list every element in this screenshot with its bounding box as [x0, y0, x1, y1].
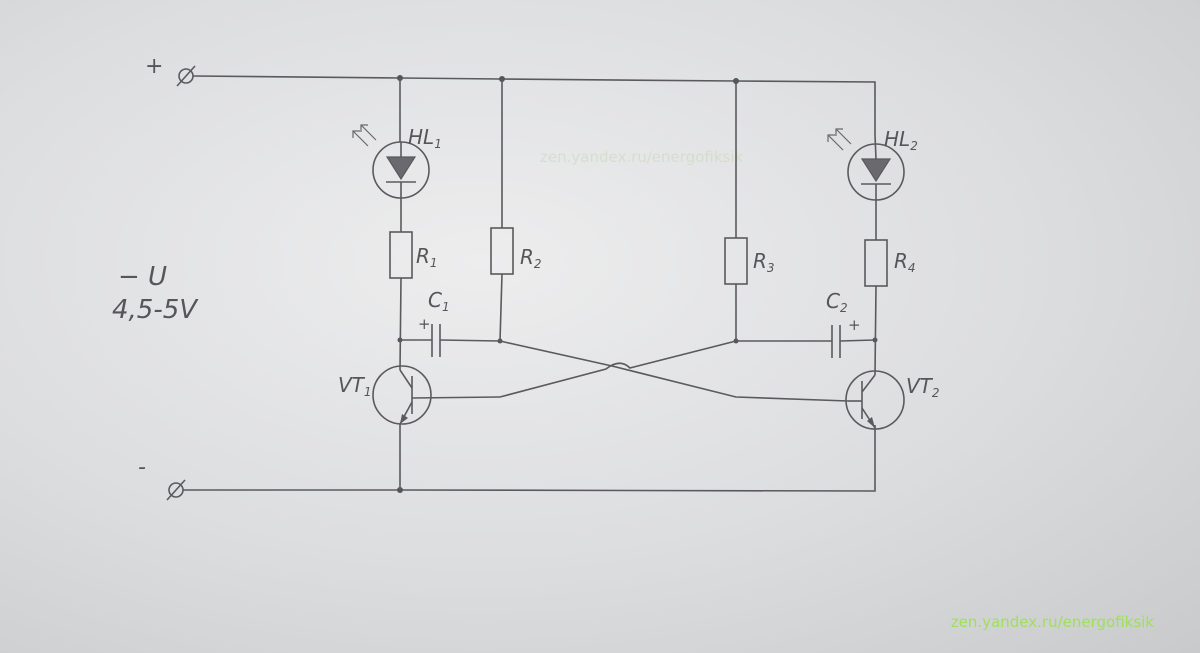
cross-coupling [499, 340, 849, 402]
svg-text:R3: R3 [753, 249, 775, 275]
capacitor-c2: + C2 [736, 289, 876, 358]
resistor-r2: R2 [490, 227, 542, 275]
light-arrows-icon [827, 128, 852, 151]
plus-terminal: + [145, 54, 196, 87]
faint-watermark: zen.yandex.ru/energofiksik [540, 148, 743, 166]
c1-polarity: + [418, 315, 431, 333]
svg-text:R1: R1 [416, 244, 438, 270]
light-arrows-icon [352, 124, 377, 147]
junction-dots [397, 75, 878, 493]
svg-text:HL1: HL1 [408, 125, 442, 151]
svg-text:R4: R4 [894, 249, 916, 275]
positive-rail [192, 75, 876, 135]
svg-text:VT2: VT2 [906, 374, 940, 400]
resistor-r4: R4 [864, 239, 916, 287]
plus-sign: + [145, 54, 163, 79]
minus-sign: - [138, 455, 146, 480]
capacitor-c1: + C1 [400, 288, 501, 357]
svg-text:R2: R2 [520, 245, 542, 271]
voltage-range: 4,5-5V [112, 295, 199, 325]
transistor-vt2: VT2 [845, 370, 940, 430]
led-hl1: HL1 [352, 124, 442, 199]
svg-text:C1: C1 [428, 288, 450, 314]
c2-polarity: + [848, 316, 861, 334]
supply-voltage-label: − U 4,5-5V [112, 262, 199, 325]
led-hl2: HL2 [827, 127, 918, 240]
voltage-symbol: − U [118, 262, 167, 292]
svg-text:HL2: HL2 [884, 127, 918, 153]
resistor-r1: R1 [389, 231, 438, 279]
svg-text:VT1: VT1 [338, 373, 372, 399]
transistor-vt1: VT1 [338, 365, 501, 425]
footer-credit: zen.yandex.ru/energofiksik [950, 613, 1154, 631]
negative-rail [183, 425, 876, 492]
minus-terminal: - [138, 455, 186, 501]
resistor-r3: R3 [724, 237, 775, 285]
svg-text:C2: C2 [826, 289, 848, 315]
